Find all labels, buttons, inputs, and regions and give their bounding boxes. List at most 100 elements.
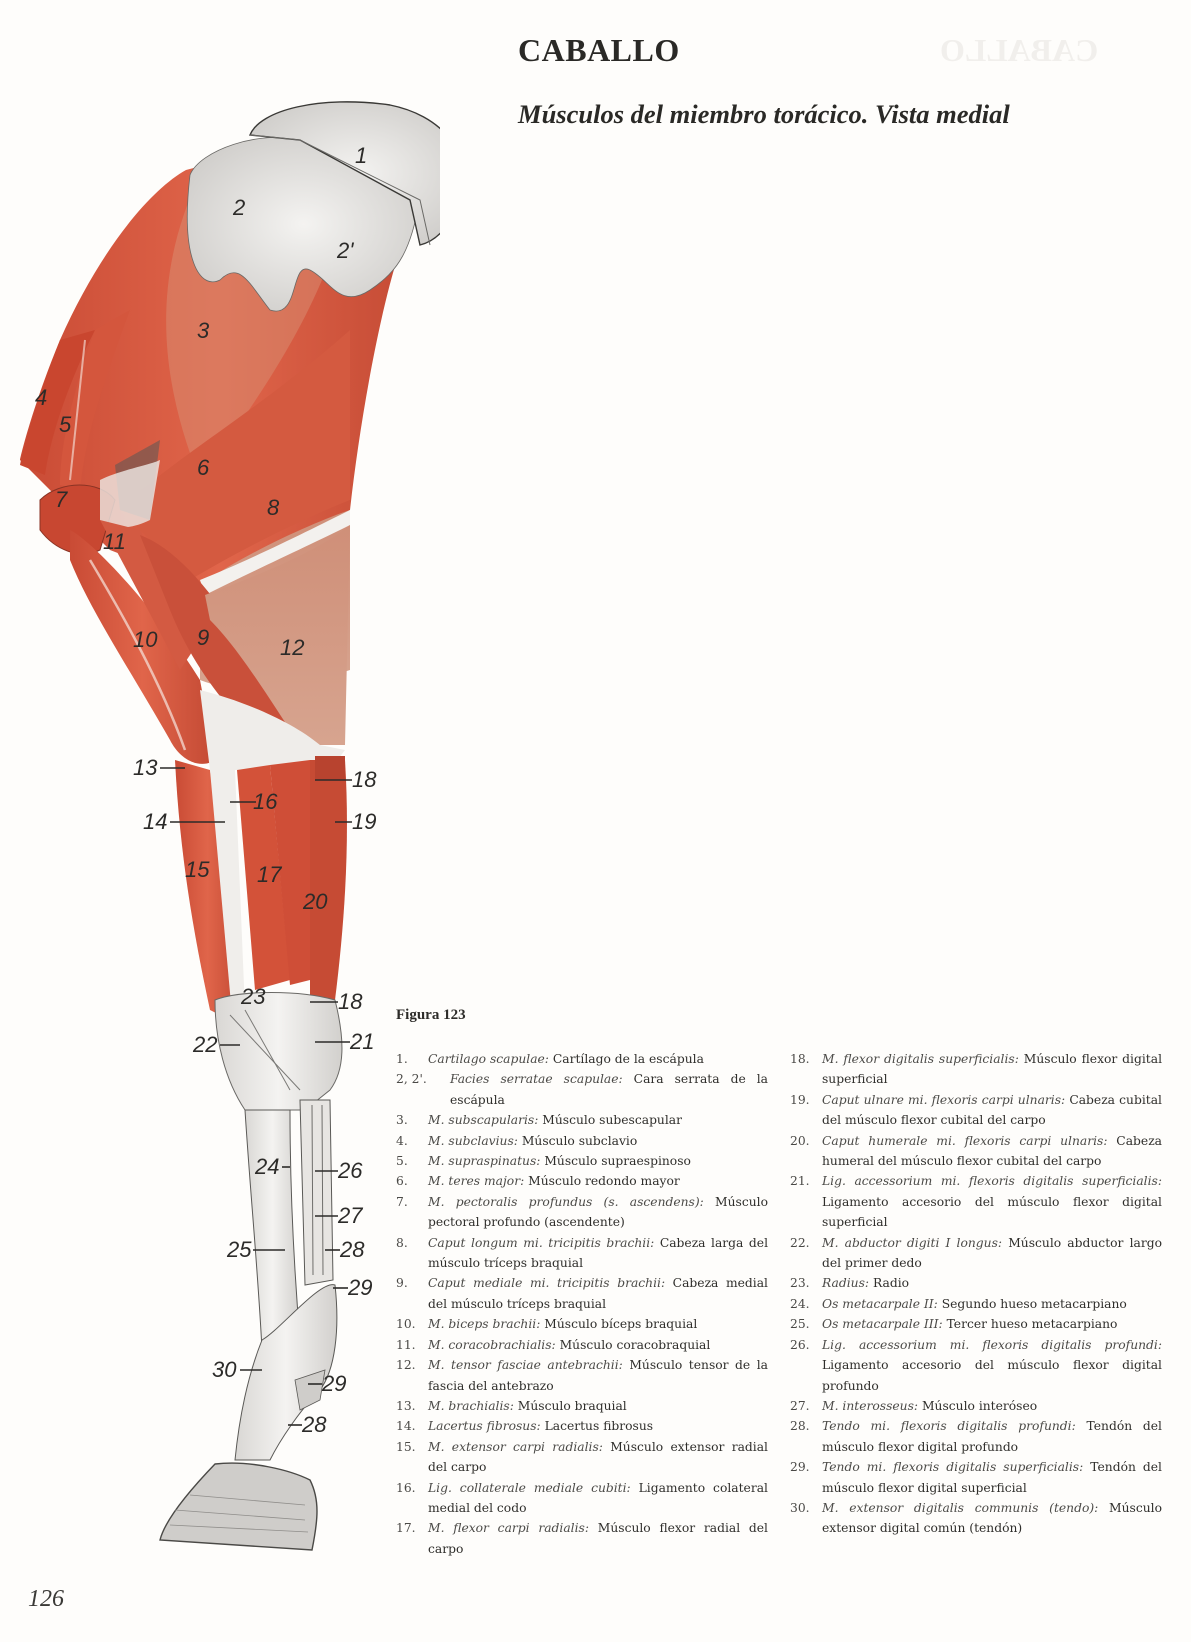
legend-entry-text: Lacertus fibrosus: Lacertus fibrosus bbox=[428, 1416, 768, 1436]
legend-entry: 2, 2'.Facies serratae scapulae: Cara ser… bbox=[396, 1069, 768, 1110]
legend-entry: 17.M. flexor carpi radialis: Músculo fle… bbox=[396, 1518, 768, 1559]
legend-entry-number: 8. bbox=[396, 1235, 408, 1250]
legend-entry-spanish-term: Tendón del músculo flexor digital superf… bbox=[822, 1460, 1162, 1495]
legend-entry-number: 2, 2'. bbox=[396, 1072, 427, 1087]
legend-entry-spanish-term: Cabeza cubital del músculo flexor cubita… bbox=[822, 1092, 1162, 1128]
legend-entry-number: 18. bbox=[790, 1052, 810, 1066]
legend-entry-number: 3. bbox=[396, 1113, 408, 1128]
legend-entry-latin-term: M. subscapularis: bbox=[428, 1113, 539, 1128]
svg-text:18: 18 bbox=[352, 767, 377, 792]
svg-text:9: 9 bbox=[197, 625, 209, 650]
legend-entry-spanish-term: Segundo hueso metacarpiano bbox=[937, 1296, 1127, 1311]
legend-entry: 29.Tendo mi. flexoris digitalis superfic… bbox=[790, 1457, 1162, 1498]
svg-text:24: 24 bbox=[254, 1154, 279, 1179]
legend-entry: 8.Caput longum mi. tricipitis brachii: C… bbox=[396, 1233, 768, 1274]
legend-entry-latin-term: Radius: bbox=[822, 1276, 870, 1291]
legend-entry-text: M. abductor digiti I longus: Músculo abd… bbox=[822, 1233, 1162, 1274]
legend-entry: 1. Cartilago scapulae: Cartílago de la es… bbox=[396, 1049, 768, 1069]
legend-entry-spanish-term: Tercer hueso metacarpiano bbox=[942, 1317, 1118, 1332]
flexor-tendons bbox=[299, 1099, 334, 1286]
legend-entry-latin-term: M. interosseus: bbox=[822, 1398, 919, 1413]
legend-entry-text: Os metacarpale III: Tercer hueso metacar… bbox=[822, 1314, 1162, 1334]
legend-entry-spanish-term: Cara serrata de la escápula bbox=[450, 1072, 768, 1107]
legend-entry-spanish-term: Ligamento colateral medial del codo bbox=[428, 1480, 768, 1515]
bleed-through-text: CABALLO bbox=[940, 32, 1099, 68]
legend-entry-latin-term: Caput ulnare mi. flexoris carpi ulnaris: bbox=[822, 1092, 1066, 1107]
legend-entry-spanish-term: Músculo coracobraquial bbox=[555, 1337, 711, 1352]
legend-entry: 3.M. subscapularis: Músculo subescapular bbox=[396, 1110, 768, 1130]
legend-entry-text: M. subclavius: Músculo subclavio bbox=[428, 1131, 768, 1151]
legend-entry-text: M. supraspinatus: Músculo supraespinoso bbox=[428, 1151, 768, 1171]
svg-text:16: 16 bbox=[253, 789, 278, 814]
svg-text:15: 15 bbox=[185, 857, 210, 882]
legend-entry-spanish-term: Músculo flexor digital superficial bbox=[822, 1052, 1162, 1087]
legend-entry-latin-term: M. teres major: bbox=[428, 1174, 525, 1189]
svg-text:4: 4 bbox=[35, 385, 47, 410]
legend-entry-latin-term: Lacertus fibrosus: bbox=[428, 1419, 541, 1434]
legend-entry-spanish-term: Músculo tensor de la fascia del antebraz… bbox=[428, 1358, 768, 1393]
svg-text:14: 14 bbox=[143, 809, 167, 834]
legend-entry-latin-term: M. flexor digitalis superficialis: bbox=[822, 1052, 1019, 1066]
legend-entry-latin-term: Lig. accessorium mi. flexoris digitalis … bbox=[822, 1174, 1162, 1189]
legend-entry-number: 14. bbox=[396, 1419, 416, 1434]
svg-text:3: 3 bbox=[197, 318, 210, 343]
legend-entry-latin-term: Lig. accessorium mi. flexoris digitalis … bbox=[822, 1337, 1162, 1352]
legend-entry-latin-term: M. subclavius: bbox=[428, 1133, 518, 1148]
svg-text:20: 20 bbox=[302, 889, 328, 914]
legend-entry-spanish-term: Lacertus fibrosus bbox=[540, 1419, 654, 1434]
svg-text:17: 17 bbox=[257, 862, 282, 887]
legend-entry-text: M. tensor fasciae antebrachii: Músculo t… bbox=[428, 1355, 768, 1396]
legend-entry-spanish-term: Músculo braquial bbox=[513, 1398, 627, 1413]
legend-entry-number: 29. bbox=[790, 1460, 810, 1475]
legend-entry-number: 17. bbox=[396, 1521, 416, 1536]
legend-entry-text: Cartilago scapulae: Cartílago de la escá… bbox=[428, 1049, 768, 1069]
legend-entry-number: 13. bbox=[396, 1398, 416, 1413]
legend-entry-latin-term: M. biceps brachii: bbox=[428, 1317, 541, 1332]
legend-entry-number: 24. bbox=[790, 1296, 810, 1311]
legend-entry-spanish-term: Músculo extensor digital común (tendón) bbox=[822, 1500, 1162, 1536]
legend-entry-latin-term: Cartilago scapulae: bbox=[428, 1052, 549, 1066]
legend-entry-text: Os metacarpale II: Segundo hueso metacar… bbox=[822, 1294, 1162, 1314]
legend-entry-spanish-term: Músculo redondo mayor bbox=[524, 1174, 680, 1189]
svg-text:10: 10 bbox=[133, 627, 158, 652]
legend-entry-number: 21. bbox=[790, 1174, 810, 1189]
extensor-carpi-radialis bbox=[175, 760, 240, 1020]
legend-entry-spanish-term: Músculo extensor radial del carpo bbox=[428, 1439, 768, 1475]
svg-text:26: 26 bbox=[337, 1158, 363, 1183]
svg-text:27: 27 bbox=[337, 1203, 363, 1228]
legend-entry-text: Caput humerale mi. flexoris carpi ulnari… bbox=[822, 1131, 1162, 1172]
legend-entry-number: 10. bbox=[396, 1317, 416, 1332]
svg-text:21: 21 bbox=[349, 1029, 374, 1054]
legend-entry-spanish-term: Ligamento accesorio del músculo flexor d… bbox=[822, 1194, 1162, 1230]
svg-text:12: 12 bbox=[280, 635, 304, 660]
svg-text:13: 13 bbox=[133, 755, 158, 780]
legend-entry-text: Lig. collaterale mediale cubiti: Ligamen… bbox=[428, 1478, 768, 1519]
legend-entry-number: 1. bbox=[396, 1052, 408, 1066]
svg-text:6: 6 bbox=[197, 455, 210, 480]
legend-entry-number: 6. bbox=[396, 1174, 408, 1189]
legend-entry-spanish-term: Cartílago de la escápula bbox=[548, 1052, 704, 1066]
legend-entry-text: Lig. accessorium mi. flexoris digitalis … bbox=[822, 1335, 1162, 1396]
legend-entry-text: M. flexor digitalis superficialis: Múscu… bbox=[822, 1049, 1162, 1090]
svg-text:2': 2' bbox=[336, 238, 354, 263]
page-number: 126 bbox=[28, 1586, 64, 1612]
legend-entry-spanish-term: Músculo subclavio bbox=[517, 1133, 638, 1148]
hoof bbox=[159, 1462, 318, 1551]
legend-entry: 19. Caput ulnare mi. flexoris carpi ulnar… bbox=[790, 1090, 1162, 1131]
legend-entry-number: 26. bbox=[790, 1337, 810, 1352]
anatomical-illustration: 1 2 2' 3 4 5 6 7 8 11 10 9 12 13 14 15 1… bbox=[0, 80, 464, 1600]
legend-entry: 16.Lig. collaterale mediale cubiti: Liga… bbox=[396, 1478, 768, 1519]
legend-entry-latin-term: Caput humerale mi. flexoris carpi ulnari… bbox=[822, 1133, 1108, 1148]
legend-entry-latin-term: M. extensor digitalis communis (tendo): bbox=[822, 1500, 1099, 1515]
svg-text:11: 11 bbox=[103, 529, 126, 554]
legend-entry-number: 7. bbox=[396, 1194, 408, 1209]
legend-entry-latin-term: M. coracobrachialis: bbox=[428, 1337, 556, 1352]
legend-entry-number: 15. bbox=[396, 1439, 416, 1454]
legend-entry-spanish-term: Músculo interóseo bbox=[918, 1398, 1038, 1413]
legend-entry-latin-term: Lig. collaterale mediale cubiti: bbox=[428, 1480, 631, 1495]
legend-entry-latin-term: Os metacarpale II: bbox=[822, 1296, 938, 1311]
legend-entry-number: 19. bbox=[790, 1092, 810, 1107]
legend-entry-number: 9. bbox=[396, 1276, 408, 1291]
legend-entry-latin-term: Tendo mi. flexoris digitalis profundi: bbox=[822, 1419, 1076, 1434]
legend-entry-text: M. extensor digitalis communis (tendo): … bbox=[822, 1498, 1162, 1539]
